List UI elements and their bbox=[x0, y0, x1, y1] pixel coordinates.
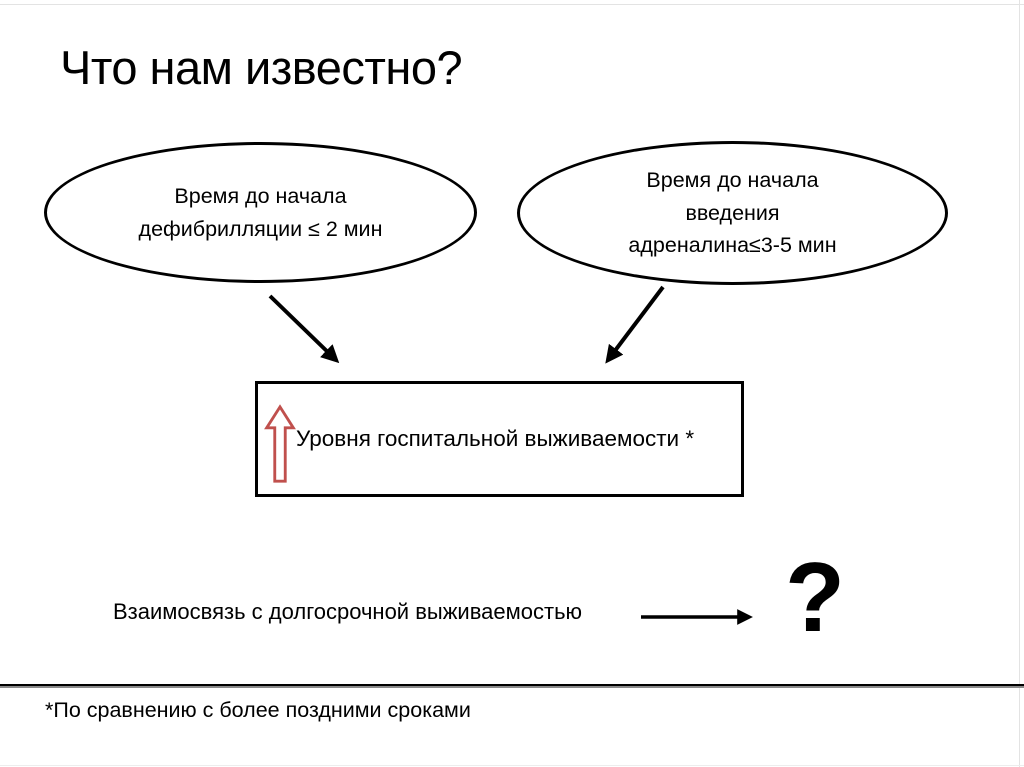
up-arrow-icon bbox=[264, 404, 296, 483]
arrow-right-ellipse-to-box-icon bbox=[605, 285, 665, 364]
relationship-label: Взаимосвязь с долгосрочной выживаемостью bbox=[113, 599, 583, 624]
footnote-divider bbox=[0, 684, 1024, 688]
cause-line: дефибрилляции ≤ 2 мин bbox=[138, 216, 383, 241]
cause-ellipse-defibrillation: Время до начала дефибрилляции ≤ 2 мин bbox=[44, 142, 477, 283]
question-mark: ? bbox=[785, 542, 845, 652]
cause-line: введения bbox=[685, 200, 780, 225]
footnote-text: *По сравнению с более поздними сроками bbox=[45, 698, 471, 722]
outcome-box: Уровня госпитальной выживаемости * bbox=[255, 381, 744, 497]
slide-bottom-border bbox=[0, 765, 1024, 766]
up-arrow-shape bbox=[264, 404, 296, 483]
slide-top-border bbox=[0, 4, 1024, 5]
outcome-label: Уровня госпитальной выживаемости * bbox=[296, 426, 695, 451]
cause-line: адреналина≤3-5 мин bbox=[628, 233, 837, 258]
cause-ellipse-adrenaline-text: Время до начала введения адреналина≤3-5 … bbox=[628, 164, 836, 262]
cause-ellipse-defibrillation-text: Время до начала дефибрилляции ≤ 2 мин bbox=[139, 180, 383, 245]
cause-line: Время до начала bbox=[646, 167, 819, 192]
arrow-left-ellipse-to-box-icon bbox=[268, 294, 340, 364]
cause-ellipse-adrenaline: Время до начала введения адреналина≤3-5 … bbox=[517, 141, 948, 285]
slide-title: Что нам известно? bbox=[60, 41, 463, 94]
slide-right-border bbox=[1019, 0, 1020, 767]
cause-line: Время до начала bbox=[174, 183, 347, 208]
